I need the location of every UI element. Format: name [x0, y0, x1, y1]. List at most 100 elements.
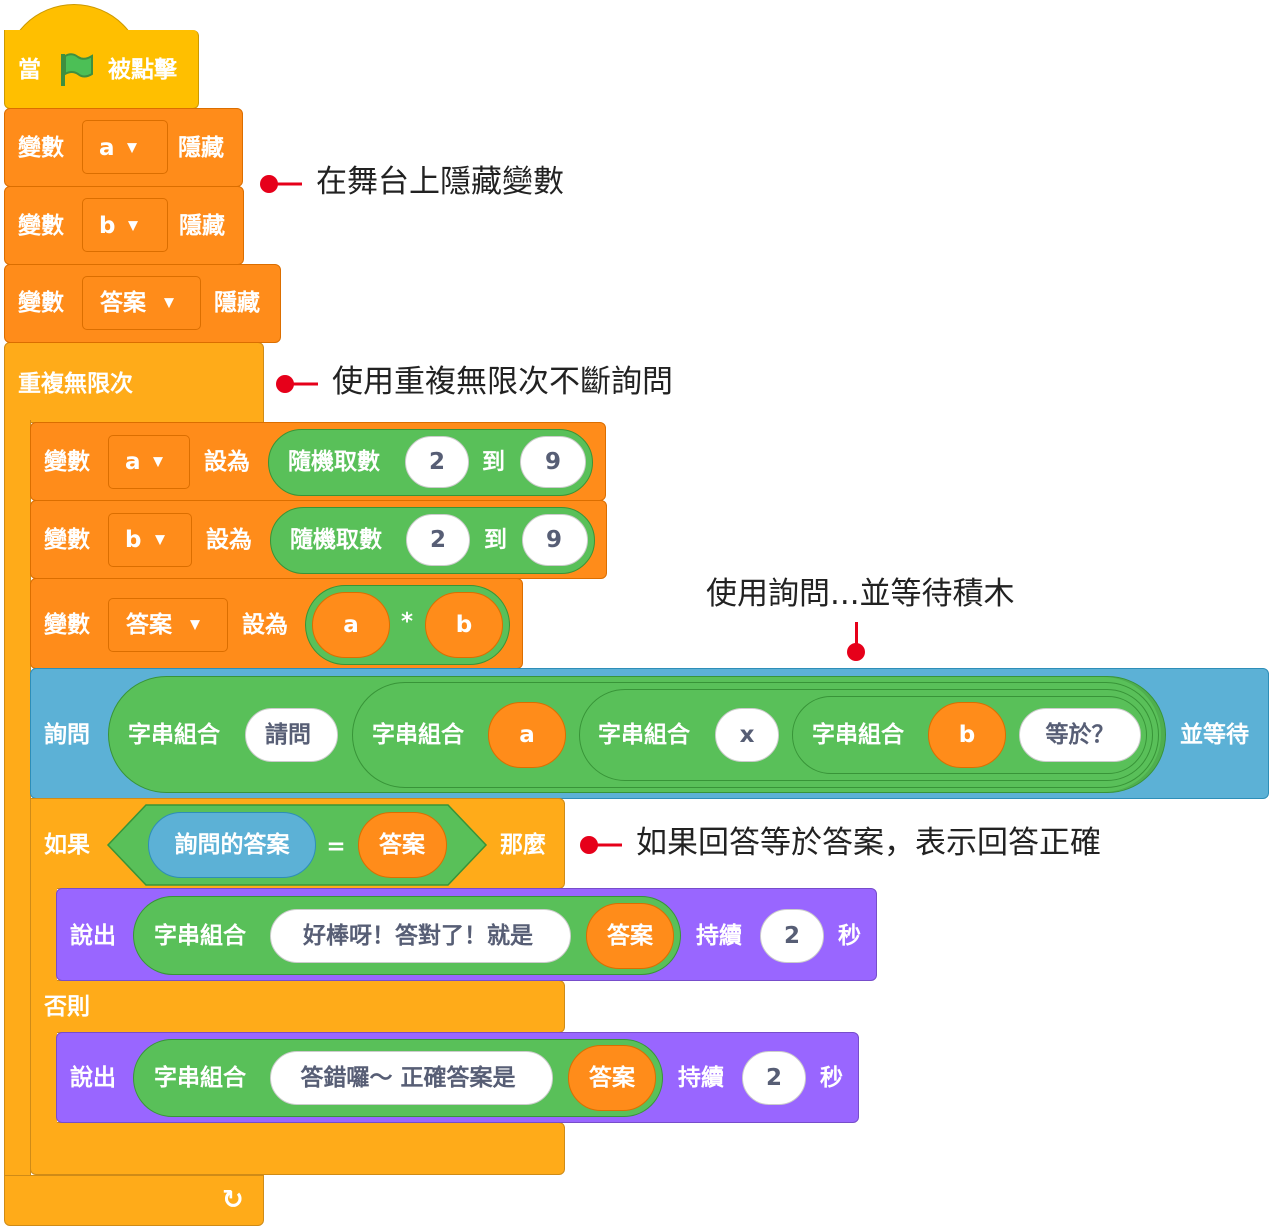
unit-label: 秒	[820, 1065, 843, 1091]
join-label: 字串組合	[154, 1065, 246, 1091]
to-label: 到	[484, 527, 507, 553]
for-label: 持續	[696, 923, 742, 949]
annotation-dot	[847, 643, 865, 661]
text-input[interactable]	[715, 708, 779, 762]
join-label: 字串組合	[128, 722, 220, 748]
reporter-label: 答案	[589, 1065, 635, 1091]
input-value: 2	[429, 527, 447, 553]
random-to-input[interactable]	[522, 514, 588, 566]
text-input[interactable]	[245, 708, 338, 762]
for-label: 持續	[678, 1065, 724, 1091]
forever-arm	[4, 420, 31, 1180]
operator-symbol: *	[400, 609, 414, 635]
say-label: 說出	[70, 1065, 116, 1091]
if-label: 如果	[44, 832, 90, 858]
reporter-label: b	[455, 612, 473, 638]
text-input[interactable]	[270, 1051, 553, 1105]
random-from-input[interactable]	[405, 436, 469, 488]
input-value: 9	[544, 449, 562, 475]
random-from-input[interactable]	[406, 514, 470, 566]
annotation-text: 在舞台上隱藏變數	[316, 164, 564, 200]
secs-input[interactable]	[760, 909, 824, 963]
variable-dropdown[interactable]	[82, 198, 168, 252]
input-value: 等於？	[1045, 722, 1115, 748]
annotation-text: 使用詢問...並等待積木	[706, 576, 1015, 612]
variable-reporter-b[interactable]	[928, 702, 1006, 768]
join-label: 字串組合	[372, 722, 464, 748]
block-action: 隱藏	[214, 290, 260, 316]
block-action: 隱藏	[179, 213, 225, 239]
annotation-text: 使用重複無限次不斷詢問	[332, 364, 673, 400]
variable-reporter-b[interactable]	[425, 592, 503, 658]
variable-dropdown[interactable]	[108, 513, 192, 567]
variable-dropdown[interactable]	[108, 435, 190, 489]
dropdown-value: b	[125, 527, 142, 553]
input-value: 2	[783, 923, 801, 949]
loop-arrow-icon: ↻	[222, 1185, 244, 1215]
annotation-line	[286, 382, 318, 386]
block-action: 設為	[206, 527, 252, 553]
if-else-bottom	[30, 1122, 565, 1175]
variable-reporter-answer[interactable]	[586, 903, 674, 969]
dropdown-value: 答案	[126, 612, 172, 638]
random-to-input[interactable]	[520, 436, 586, 488]
forever-label: 重複無限次	[18, 371, 133, 397]
forever-bottom	[4, 1175, 264, 1226]
block-label: 變數	[44, 527, 90, 553]
then-label: 那麼	[500, 832, 546, 858]
variable-reporter-a[interactable]	[488, 702, 566, 768]
dropdown-arrow-icon: ▼	[190, 617, 200, 633]
reporter-label: 答案	[607, 923, 653, 949]
when-flag-clicked-block[interactable]	[4, 30, 199, 109]
secs-input[interactable]	[742, 1051, 806, 1105]
dropdown-arrow-icon: ▼	[153, 454, 163, 470]
annotation-dot	[260, 175, 278, 193]
reporter-label: a	[519, 722, 535, 748]
else-label: 否則	[44, 994, 90, 1020]
variable-reporter-answer[interactable]	[568, 1045, 656, 1111]
block-label: 變數	[18, 135, 64, 161]
dropdown-arrow-icon: ▼	[128, 218, 138, 234]
say-label: 說出	[70, 923, 116, 949]
wait-label: 並等待	[1180, 722, 1249, 748]
text-input[interactable]	[270, 909, 571, 963]
input-value: x	[739, 722, 755, 748]
input-value: 好棒呀！答對了！就是	[303, 923, 533, 949]
join-label: 字串組合	[154, 923, 246, 949]
block-action: 隱藏	[178, 135, 224, 161]
block-label: 變數	[44, 449, 90, 475]
variable-dropdown[interactable]	[82, 120, 168, 174]
reporter-label: 詢問的答案	[174, 832, 290, 858]
annotation-line	[855, 622, 858, 652]
input-value: 2	[765, 1065, 783, 1091]
dropdown-value: 答案	[100, 290, 146, 316]
input-value: 9	[545, 527, 563, 553]
text-input[interactable]	[1019, 708, 1141, 762]
reporter-label: b	[958, 722, 976, 748]
ask-label: 詢問	[44, 722, 90, 748]
block-action: 設為	[242, 612, 288, 638]
block-label: 變數	[18, 290, 64, 316]
dropdown-arrow-icon: ▼	[155, 532, 165, 548]
hat-clicked: 被點擊	[108, 57, 177, 83]
annotation-line	[270, 182, 302, 186]
block-label: 變數	[44, 612, 90, 638]
dropdown-value: a	[125, 449, 141, 475]
variable-dropdown[interactable]	[82, 276, 201, 330]
annotation-dot	[276, 375, 294, 393]
if-else-middle	[30, 980, 565, 1033]
answer-reporter[interactable]	[148, 812, 316, 878]
block-action: 設為	[204, 449, 250, 475]
dropdown-arrow-icon: ▼	[164, 295, 174, 311]
annotation-text: 如果回答等於答案，表示回答正確	[636, 825, 1101, 861]
annotation-dot	[580, 836, 598, 854]
unit-label: 秒	[838, 923, 861, 949]
variable-dropdown[interactable]	[108, 598, 228, 652]
variable-reporter-a[interactable]	[312, 592, 390, 658]
reporter-label: a	[343, 612, 359, 638]
variable-reporter-answer[interactable]	[358, 812, 447, 878]
dropdown-arrow-icon: ▼	[127, 140, 137, 156]
block-label: 變數	[18, 213, 64, 239]
join-label: 字串組合	[598, 722, 690, 748]
hat-when: 當	[18, 57, 41, 83]
